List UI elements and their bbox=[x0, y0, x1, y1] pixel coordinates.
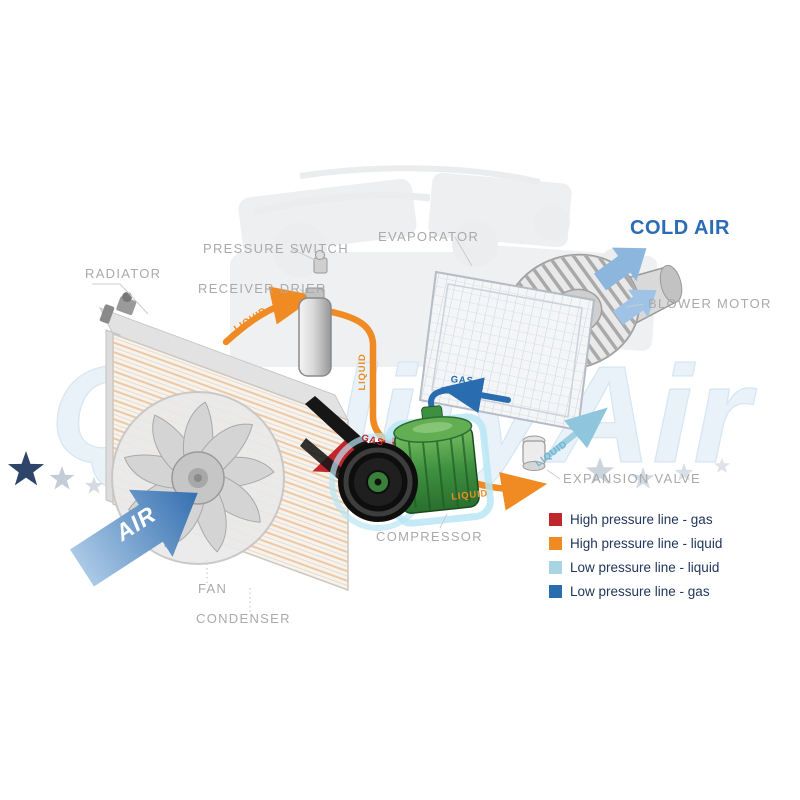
evaporator-label: EVAPORATOR bbox=[378, 229, 479, 244]
low-pressure-gas-line-1 bbox=[440, 377, 511, 413]
cold-air-label: COLD AIR bbox=[630, 217, 730, 239]
fan-label: FAN bbox=[198, 581, 227, 596]
air-flow-arrow bbox=[70, 489, 198, 587]
legend-label-low-pressure-liquid: Low pressure line - liquid bbox=[570, 560, 719, 575]
legend-label-high-pressure-gas: High pressure line - gas bbox=[570, 512, 713, 527]
liquid-line-label-3: LIQUID bbox=[451, 488, 489, 503]
pressure-switch bbox=[313, 250, 328, 274]
legend-label-high-pressure-liquid: High pressure line - liquid bbox=[570, 536, 722, 551]
legend-label-low-pressure-gas: Low pressure line - gas bbox=[570, 584, 710, 599]
legend-swatch-low-pressure-gas bbox=[549, 585, 562, 598]
high-pressure-liquid-line-1 bbox=[222, 286, 318, 346]
gas-line-label-1: GAS bbox=[360, 432, 385, 448]
compressor-label: COMPRESSOR bbox=[376, 529, 483, 544]
compressor-pulley bbox=[338, 442, 418, 522]
expansion-valve-label: EXPANSION VALVE bbox=[563, 471, 701, 486]
legend-swatch-low-pressure-liquid bbox=[549, 561, 562, 574]
legend: High pressure line - gas High pressure l… bbox=[549, 512, 722, 599]
compressor bbox=[329, 405, 494, 531]
receiver-drier-label: RECEIVER DRIER bbox=[198, 281, 327, 296]
condenser-label: CONDENSER bbox=[196, 611, 291, 626]
radiator-label: RADIATOR bbox=[85, 266, 161, 281]
radiator bbox=[98, 292, 350, 421]
pressure-switch-label: PRESSURE SWITCH bbox=[203, 241, 349, 256]
gas-line-label-2: GAS bbox=[450, 374, 474, 387]
label-leaders bbox=[92, 236, 645, 612]
blower-motor-label: BLOWER MOTOR bbox=[648, 296, 772, 311]
legend-swatch-high-pressure-gas bbox=[549, 513, 562, 526]
liquid-line-label-2: LIQUID bbox=[357, 354, 368, 391]
receiver-drier bbox=[298, 287, 332, 377]
legend-swatch-high-pressure-liquid bbox=[549, 537, 562, 550]
expansion-valve bbox=[522, 435, 546, 471]
